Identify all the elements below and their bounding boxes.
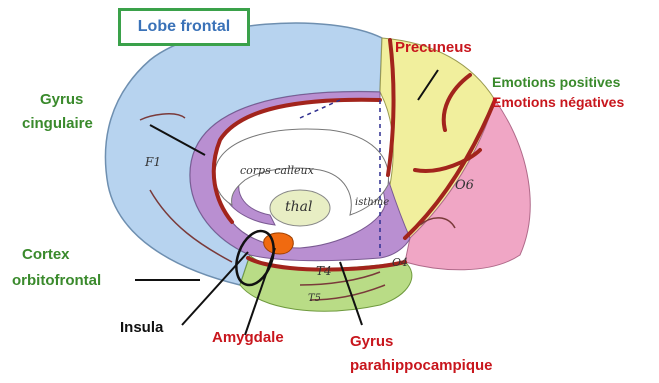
legend-negative: Emotions négatives (492, 92, 624, 112)
f1-label: F1 (145, 155, 161, 169)
cortex-orbitofrontal-label-line1: Cortex (22, 245, 70, 265)
thal-label: thal (285, 199, 312, 215)
title: Lobe frontal (138, 18, 230, 36)
gyrus-cingulaire-label-line1: Gyrus (40, 90, 83, 110)
isthme-label: isthme (355, 197, 389, 208)
o4-label: O4 (392, 256, 408, 269)
amygdale-label: Amygdale (212, 328, 284, 348)
o6-label: O6 (455, 178, 474, 193)
precuneus-label: Precuneus (395, 38, 472, 58)
parahippocampique-label-line2: parahippocampique (350, 356, 493, 376)
gyrus-cingulaire-label-line2: cingulaire (22, 114, 93, 134)
insula-label: Insula (120, 318, 163, 338)
title-box: Lobe frontal (118, 8, 250, 46)
amygdala-region (264, 233, 294, 254)
cortex-orbitofrontal-label-line2: orbitofrontal (12, 271, 101, 291)
legend-positive: Emotions positives (492, 72, 620, 92)
corps-calleux-label: corps calleux (240, 164, 314, 177)
parahippocampique-label-line1: Gyrus (350, 332, 393, 352)
t5-label: T5 (308, 293, 321, 304)
t4-label: T4 (316, 264, 332, 278)
